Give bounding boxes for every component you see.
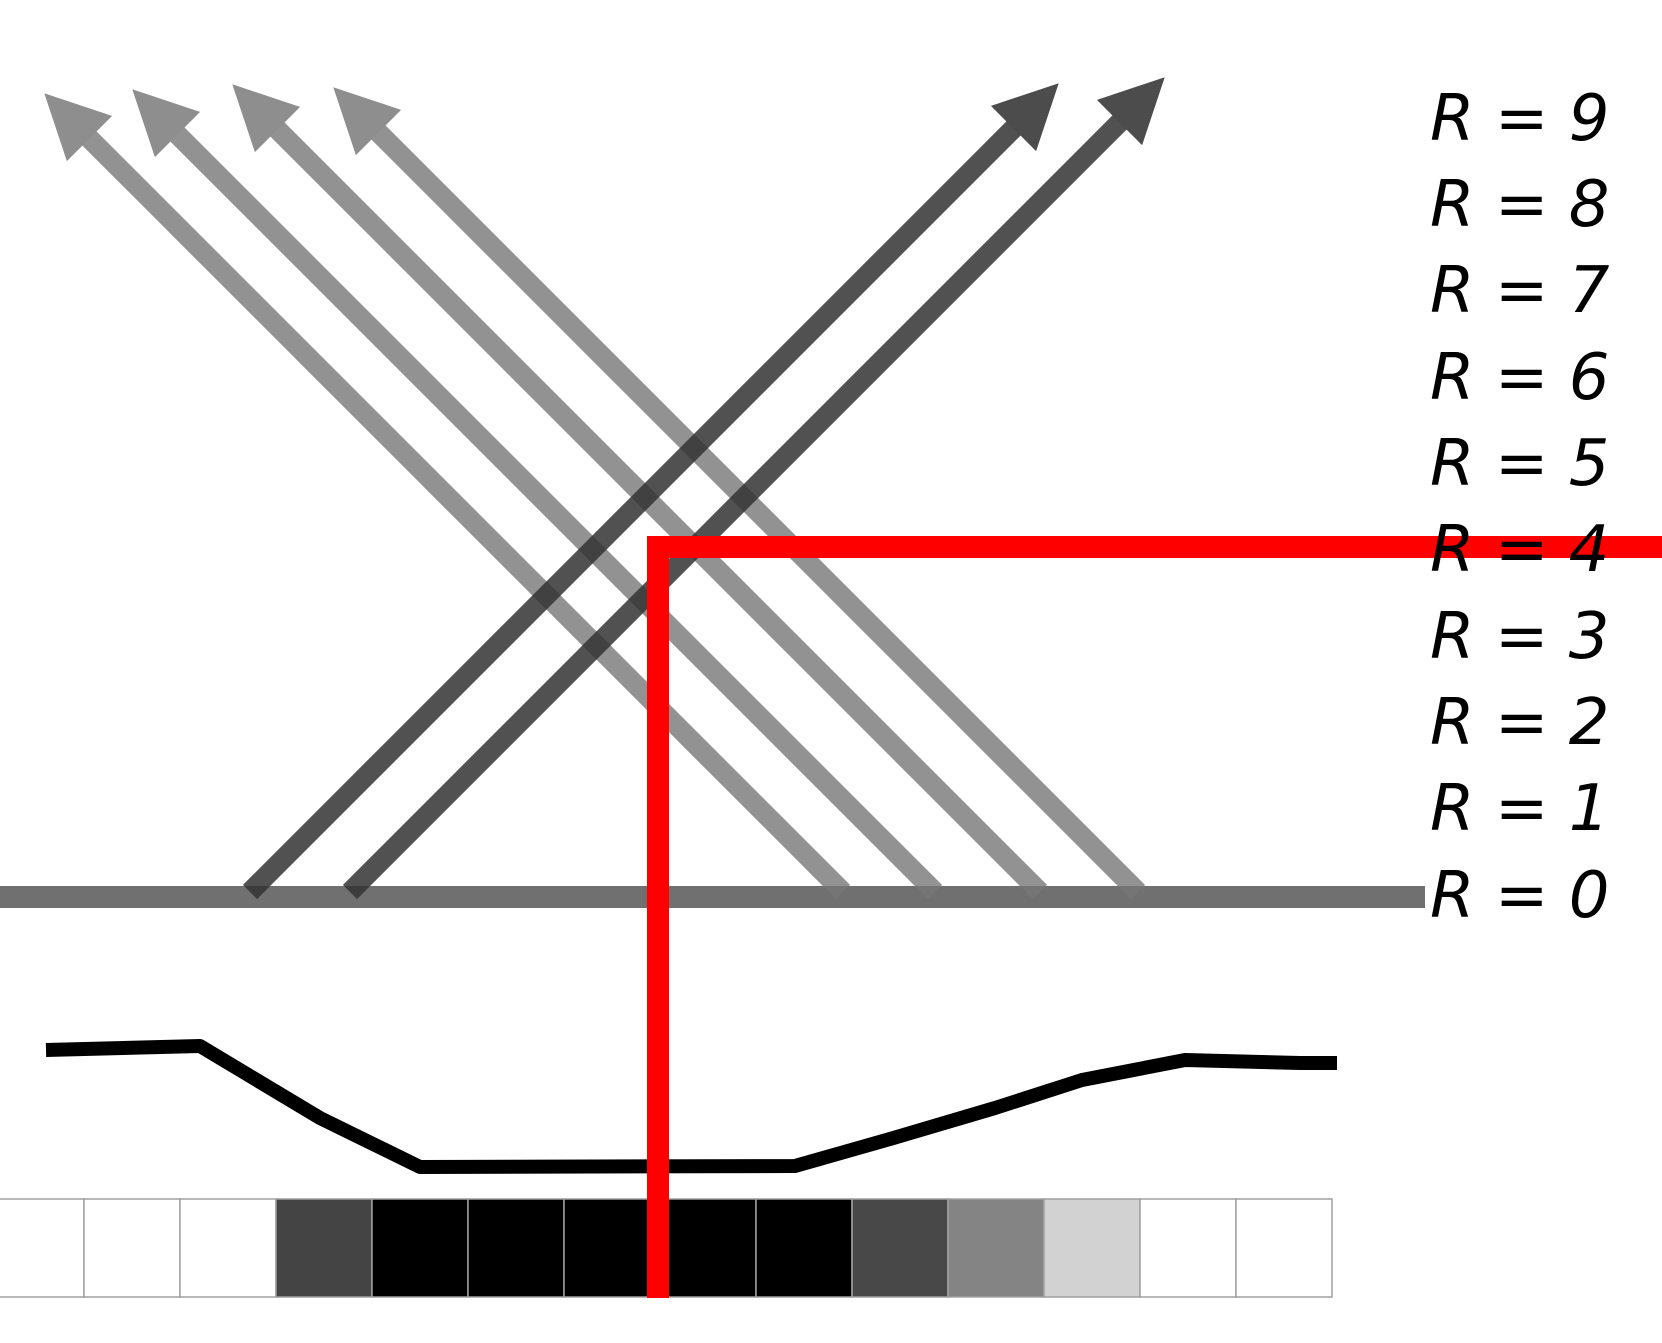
r-label-6: R = 6 [1430, 341, 1610, 415]
pixel-cell-2 [83, 1198, 181, 1298]
ray-up-right-1 [242, 83, 1059, 900]
pixel-cell-8 [659, 1198, 757, 1298]
pixel-cell-13 [1139, 1198, 1237, 1298]
pixel-cell-12 [1043, 1198, 1141, 1298]
r-label-5: R = 5 [1430, 427, 1610, 501]
pixel-cell-4 [275, 1198, 373, 1298]
r-label-8: R = 8 [1430, 168, 1610, 242]
r-label-7: R = 7 [1430, 254, 1610, 328]
pixel-cell-10 [851, 1198, 949, 1298]
r-labels: R = 9 R = 8 R = 7 R = 6 R = 5 R = 4 R = … [1430, 82, 1610, 933]
r-label-3: R = 3 [1430, 600, 1610, 674]
ray-up-left-4 [333, 87, 1146, 900]
rays-up-left [44, 84, 1146, 900]
pixel-cell-1 [0, 1198, 85, 1298]
r-label-4: R = 4 [1430, 513, 1610, 587]
pixel-cell-14 [1235, 1198, 1333, 1298]
ray-up-left-3 [232, 84, 1048, 900]
r-label-9: R = 9 [1430, 82, 1610, 156]
r-label-1: R = 1 [1430, 772, 1610, 846]
pixel-cell-5 [371, 1198, 469, 1298]
r-label-0: R = 0 [1430, 859, 1610, 933]
pixel-cell-7 [563, 1198, 661, 1298]
ray-up-left-1 [44, 93, 851, 900]
r-label-2: R = 2 [1430, 686, 1610, 760]
pixel-cell-11 [947, 1198, 1045, 1298]
pixel-cell-3 [179, 1198, 277, 1298]
profile-curve [45, 1039, 1337, 1174]
pixel-cell-6 [467, 1198, 565, 1298]
pixel-strip [0, 1198, 1333, 1298]
ray-up-left-2 [132, 89, 943, 900]
rays-up-right [242, 77, 1165, 900]
pixel-cell-9 [755, 1198, 853, 1298]
highlight-path [647, 536, 1662, 1298]
ray-up-right-2 [342, 77, 1165, 900]
